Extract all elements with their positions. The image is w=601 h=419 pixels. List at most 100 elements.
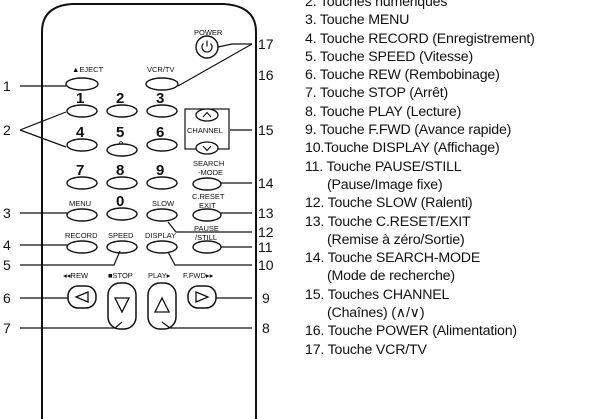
digit-9-button[interactable] (146, 176, 178, 190)
power-icon (201, 40, 213, 53)
menu-button[interactable] (66, 208, 98, 222)
legend-item: 12. Touche SLOW (Ralenti) (305, 195, 473, 212)
record-label: RECORD (65, 231, 98, 240)
legend-item-continuation: (Mode de recherche) (327, 268, 455, 285)
eject-label: ▲EJECT (72, 65, 104, 74)
pause-label-2: /STILL (195, 233, 217, 242)
legend-item: 14. Touche SEARCH-MODE (305, 250, 481, 267)
vcr-tv-button[interactable] (145, 77, 179, 91)
callout-2: 2 (3, 122, 11, 138)
leader-lines (19, 43, 253, 329)
legend-item: 10.Touche DISPLAY (Affichage) (305, 140, 500, 157)
callout-13: 13 (258, 205, 274, 221)
power-label: POWER (194, 28, 223, 37)
digit-4-button[interactable] (66, 138, 98, 152)
legend-list: 2. Touches numériques 3. Touche MENU 4. … (305, 0, 601, 359)
digit-label: 2 (116, 90, 124, 107)
search-mode-label-2: -MODE (198, 168, 223, 177)
digit-label: 6 (156, 124, 164, 141)
chevron-up-icon (202, 111, 212, 118)
callout-7: 7 (3, 320, 11, 336)
legend-item: 9. Touche F.FWD (Avance rapide) (305, 122, 512, 139)
legend-item-continuation: (Chaînes) (∧/∨) (327, 305, 425, 322)
legend-item: 16. Touche POWER (Alimentation) (305, 323, 517, 340)
display-label: DISPLAY (145, 231, 176, 240)
search-mode-button[interactable] (192, 177, 222, 191)
callout-3: 3 (3, 205, 11, 221)
speed-button[interactable] (106, 240, 138, 254)
power-button[interactable] (195, 35, 219, 59)
digit-label: 0 (116, 193, 124, 210)
callout-14: 14 (258, 175, 274, 191)
display-button[interactable] (146, 240, 178, 254)
callout-6: 6 (3, 290, 11, 306)
channel-label: CHANNEL (187, 126, 223, 135)
legend-item: 11. Touche PAUSE/STILL (305, 158, 462, 175)
record-button[interactable] (66, 240, 98, 254)
eject-button[interactable] (65, 77, 99, 91)
callout-1: 1 (3, 78, 11, 94)
digit-2-button[interactable] (106, 104, 138, 118)
legend-item: 15. Touches CHANNEL (305, 286, 450, 303)
channel-up-button[interactable] (195, 108, 219, 122)
digit-3-button[interactable] (146, 104, 178, 118)
remote-body (41, 3, 257, 419)
speed-label: SPEED (108, 231, 134, 240)
callout-5: 5 (3, 257, 11, 273)
digit-6-button[interactable] (146, 138, 178, 152)
search-mode-label: SEARCH (193, 159, 224, 168)
channel-down-button[interactable] (195, 141, 219, 155)
play-label: PLAY▸ (148, 271, 171, 280)
digit-label: 1 (76, 90, 84, 107)
digit-label: 7 (76, 162, 84, 179)
callout-16: 16 (258, 67, 274, 83)
callout-8: 8 (262, 320, 270, 336)
legend-item: 3. Touche MENU (305, 12, 410, 29)
digit-8-button[interactable] (106, 176, 138, 190)
callout-9: 9 (262, 290, 270, 306)
legend-item: 13. Touche C.RESET/EXIT (305, 213, 471, 230)
creset-label: C.RESET (192, 192, 225, 201)
digit-5-button[interactable] (106, 143, 138, 157)
digit-label: 4 (76, 124, 85, 141)
number-pad: 1 2 3 4 5 6 7 8 9 0 (66, 90, 178, 221)
callouts: 1 2 3 4 5 6 7 8 9 10 11 12 13 14 15 16 1… (3, 36, 274, 336)
digit-1-button[interactable] (66, 104, 98, 118)
digit-0-button[interactable] (106, 207, 138, 221)
slow-button[interactable] (146, 208, 178, 222)
rew-label: ◂◂REW (63, 271, 89, 280)
vcr-tv-label: VCR/TV (147, 65, 175, 74)
digit-label: 8 (116, 162, 124, 179)
digit-label: 3 (156, 90, 164, 107)
callout-11: 11 (258, 239, 273, 255)
legend-item-continuation: (Remise à zéro/Sortie) (327, 231, 465, 248)
legend-item: 8. Touche PLAY (Lecture) (305, 103, 462, 120)
digit-7-button[interactable] (66, 176, 98, 190)
legend-item: 7. Touche STOP (Arrêt) (305, 85, 449, 102)
ffwd-triangle-icon (195, 291, 210, 303)
callout-12: 12 (258, 224, 274, 240)
pause-label: PAUSE (194, 224, 219, 233)
slow-label: SLOW (152, 199, 175, 208)
legend-item: 4. Touche RECORD (Enregistrement) (305, 30, 535, 47)
chevron-down-icon (202, 145, 212, 152)
digit-label: 9 (156, 162, 164, 179)
legend-item: 6. Touche REW (Rembobinage) (305, 67, 500, 84)
creset-label-2: EXIT (199, 201, 216, 210)
play-triangle-icon (153, 296, 171, 313)
pause-still-button[interactable] (192, 240, 222, 254)
menu-label: MENU (69, 199, 91, 208)
callout-15: 15 (258, 122, 274, 138)
legend-item-continuation: (Pause/Image fixe) (327, 176, 443, 193)
stop-triangle-icon (113, 297, 131, 314)
legend-item: 17. Touche VCR/TV (305, 341, 427, 358)
callout-17: 17 (258, 36, 274, 52)
callout-10: 10 (258, 257, 274, 273)
legend-item: 5. Touche SPEED (Vitesse) (305, 48, 473, 65)
callout-4: 4 (3, 237, 11, 253)
rew-triangle-icon (74, 291, 89, 303)
ffwd-label: F.FWD▸▸ (183, 271, 214, 280)
creset-exit-button[interactable] (192, 208, 222, 222)
digit-label: 5 (116, 124, 124, 141)
